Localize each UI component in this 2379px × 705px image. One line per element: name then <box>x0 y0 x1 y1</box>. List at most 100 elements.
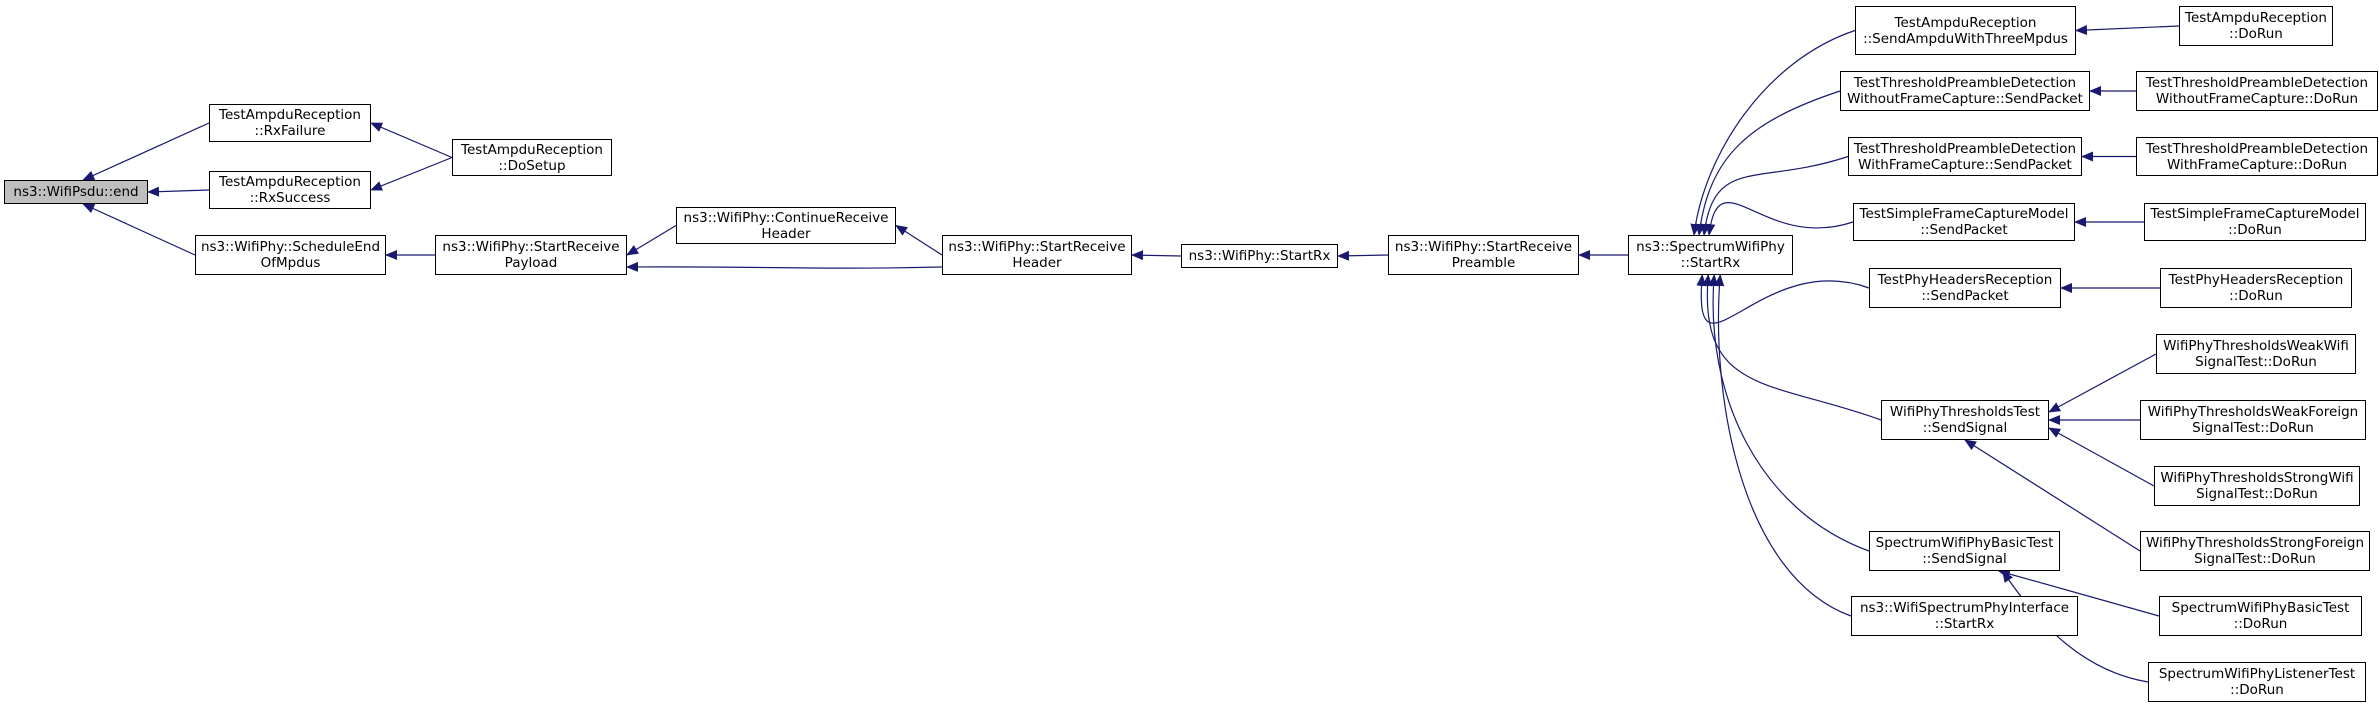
call-edge-n-dosetup-to-n-rxfailure <box>370 122 453 159</box>
node-label-line: SpectrumWifiPhyListenerTest <box>2158 666 2356 682</box>
call-edge-n-startrecvpreamble-to-n-startrx <box>1337 250 1389 261</box>
node-label-line: TestAmpduReception <box>461 141 603 158</box>
graph-node-n-tphr-send[interactable]: TestPhyHeadersReception::SendPacket <box>1869 268 2061 308</box>
node-label-line: Preamble <box>1451 255 1516 271</box>
node-label-line: TestThresholdPreambleDetection <box>1853 75 2077 91</box>
node-label-line: ::DoSetup <box>498 157 566 174</box>
node-label-line: ::SendPacket <box>1920 222 2008 238</box>
node-label-line: SignalTest::DoRun <box>2196 486 2318 502</box>
graph-node-n-tsfcm-dorun[interactable]: TestSimpleFrameCaptureModel::DoRun <box>2144 203 2366 241</box>
call-edge-n-wspi-startrx-to-n-specstartrx <box>1714 274 1852 617</box>
call-edge-n-schedend-to-root <box>82 203 196 256</box>
node-label-line: TestSimpleFrameCaptureModel <box>2150 206 2360 222</box>
node-label-line: TestSimpleFrameCaptureModel <box>1859 206 2069 222</box>
call-edge-n-tphr-send-to-n-specstartrx <box>1696 274 1870 324</box>
call-edge-n-startrx-to-n-startrecvheader <box>1131 250 1182 261</box>
call-edge-n-rxsuccess-to-root <box>147 186 210 197</box>
graph-node-n-sendampdu3[interactable]: TestAmpduReception::SendAmpduWithThreeMp… <box>1855 6 2076 55</box>
node-label-line: TestThresholdPreambleDetection <box>2145 140 2369 157</box>
graph-node-n-startrx[interactable]: ns3::WifiPhy::StartRx <box>1181 244 1338 268</box>
call-edge-n-swpbt-dorun-to-n-swpbt-send <box>1997 569 2160 617</box>
node-label-line: ::DoRun <box>2228 222 2282 238</box>
node-label-line: WifiPhyThresholdsTest <box>1889 404 2041 420</box>
node-label-line: ::DoRun <box>2233 616 2288 632</box>
graph-node-n-wspi-startrx[interactable]: ns3::WifiSpectrumPhyInterface::StartRx <box>1851 596 2078 636</box>
node-label-line: WifiPhyThresholdsStrongWifi <box>2160 470 2354 486</box>
node-label-line: Header <box>1012 255 1062 271</box>
node-label-line: ::RxFailure <box>254 123 326 139</box>
node-label-line: ::SendSignal <box>1922 420 2008 436</box>
graph-node-n-swplt-dorun[interactable]: SpectrumWifiPhyListenerTest::DoRun <box>2148 662 2366 702</box>
node-label-line: ::StartRx <box>1934 616 1995 632</box>
node-label-line: ns3::WifiPhy::StartRx <box>1188 248 1331 264</box>
node-label-line: ns3::SpectrumWifiPhy <box>1636 239 1785 255</box>
node-label-line: WithFrameCapture::DoRun <box>2166 156 2348 173</box>
node-label-line: TestThresholdPreambleDetection <box>2145 75 2369 91</box>
node-label-line: TestPhyHeadersReception <box>2168 272 2344 288</box>
node-label-line: TestAmpduReception <box>219 107 361 123</box>
graph-node-n-wpt-send[interactable]: WifiPhyThresholdsTest::SendSignal <box>1881 400 2049 440</box>
graph-node-n-swpbt-dorun[interactable]: SpectrumWifiPhyBasicTest::DoRun <box>2159 596 2362 636</box>
node-label-line: TestAmpduReception <box>2185 10 2327 26</box>
node-label-line: ns3::WifiPhy::StartReceive <box>442 239 620 255</box>
call-edge-n-tar-dorun-to-n-sendampdu3 <box>2075 25 2180 36</box>
node-label-line: ns3::WifiPhy::ScheduleEnd <box>200 239 381 255</box>
call-edge-n-wpt-weakwifi-to-n-wpt-send <box>2048 353 2157 413</box>
graph-node-n-dosetup[interactable]: TestAmpduReception::DoSetup <box>452 139 612 176</box>
node-label-line: ns3::WifiPhy::StartReceive <box>1394 239 1573 255</box>
call-edge-n-swplt-dorun-to-n-swpbt-send <box>2002 570 2149 683</box>
node-label-line: ::RxSuccess <box>249 190 331 206</box>
node-label-line: WithoutFrameCapture::SendPacket <box>1847 91 2083 107</box>
node-label-line: TestAmpduReception <box>219 174 361 190</box>
node-label-line: ::SendPacket <box>1921 288 2009 304</box>
graph-node-n-tphr-dorun[interactable]: TestPhyHeadersReception::DoRun <box>2160 268 2352 308</box>
call-edge-n-startrecvheader-to-n-contrecvheader <box>895 224 943 256</box>
call-edge-n-tsfcm-send-to-n-specstartrx <box>1705 202 1854 236</box>
node-label-line: WithFrameCapture::SendPacket <box>1858 156 2072 173</box>
node-label-line: Header <box>761 225 811 242</box>
node-label-line: ns3::WifiPhy::StartReceive <box>948 239 1126 255</box>
node-label-line: WifiPhyThresholdsWeakForeign <box>2147 404 2359 420</box>
call-edge-n-dosetup-to-n-rxsuccess <box>370 156 453 191</box>
graph-node-n-swpbt-send[interactable]: SpectrumWifiPhyBasicTest::SendSignal <box>1869 531 2060 571</box>
node-label-line: ::StartRx <box>1680 255 1741 271</box>
call-edge-n-rxfailure-to-root <box>82 122 210 181</box>
node-label-line: ns3::WifiPsdu::end <box>13 184 139 200</box>
graph-node-n-rxsuccess[interactable]: TestAmpduReception::RxSuccess <box>209 171 371 209</box>
node-label-line: ::DoRun <box>2229 26 2283 42</box>
graph-node-n-rxfailure[interactable]: TestAmpduReception::RxFailure <box>209 104 371 142</box>
graph-node-n-specstartrx[interactable]: ns3::SpectrumWifiPhy::StartRx <box>1628 235 1793 275</box>
node-label-line: TestThresholdPreambleDetection <box>1853 140 2077 157</box>
node-label-line: ns3::WifiPhy::ContinueReceive <box>683 209 889 226</box>
node-label-line: ::SendAmpduWithThreeMpdus <box>1863 30 2068 47</box>
node-label-line: WifiPhyThresholdsStrongForeign <box>2145 535 2365 551</box>
node-label-line: Payload <box>504 255 558 271</box>
node-label-line: ns3::WifiSpectrumPhyInterface <box>1859 600 2070 616</box>
node-label-line: TestPhyHeadersReception <box>1877 272 2053 288</box>
call-edge-n-tpd-wo-send-to-n-specstartrx <box>1695 90 1841 236</box>
node-label-line: WithoutFrameCapture::DoRun <box>2155 91 2359 107</box>
call-edge-n-wpt-strongwifi-to-n-wpt-send <box>2048 427 2155 487</box>
node-label-line: SignalTest::DoRun <box>2195 354 2317 370</box>
call-edge-n-swpbt-send-to-n-specstartrx <box>1708 274 1870 552</box>
call-edge-n-startrecvheader-to-n-startrecvpayload <box>626 261 943 272</box>
graph-node-n-tar-dorun[interactable]: TestAmpduReception::DoRun <box>2179 6 2333 46</box>
graph-node-root: ns3::WifiPsdu::end <box>4 180 148 204</box>
call-edge-n-contrecvheader-to-n-startrecvpayload <box>626 224 677 256</box>
graph-node-n-tsfcm-send[interactable]: TestSimpleFrameCaptureModel::SendPacket <box>1853 203 2075 241</box>
